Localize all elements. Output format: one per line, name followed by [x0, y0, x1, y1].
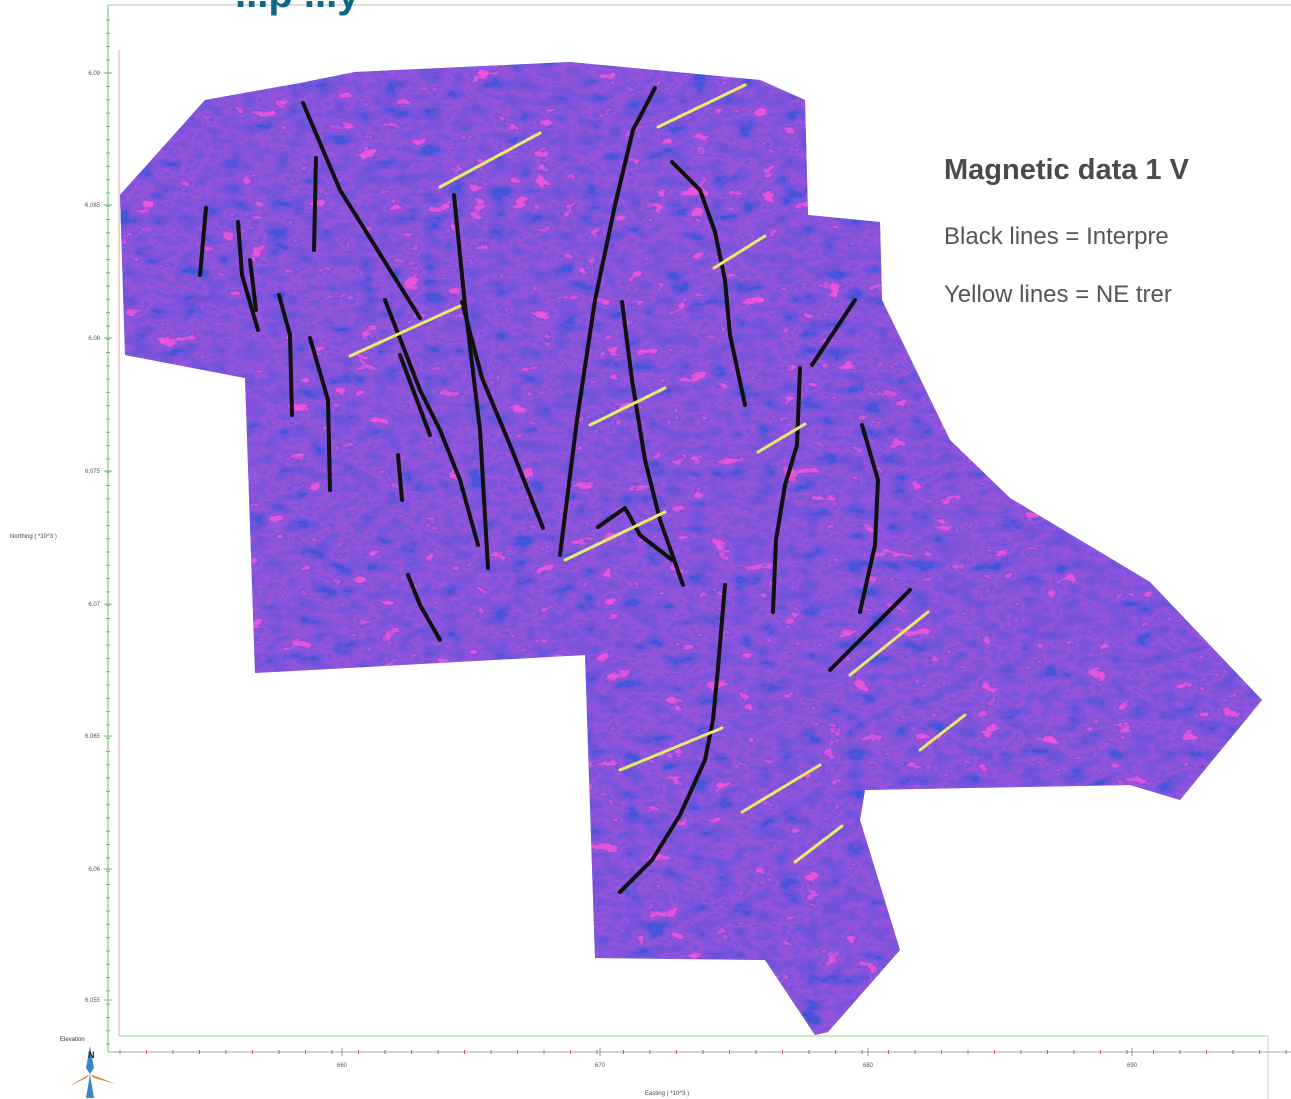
ne-trend-line	[588, 386, 667, 427]
y-tick-label: 6,065	[85, 734, 101, 740]
interpreted-line	[452, 193, 490, 570]
x-tick-label: 680	[863, 1063, 874, 1069]
y-axis-title: Northing ( *10^3 )	[10, 534, 57, 540]
ne-trend-line	[563, 510, 667, 562]
interpreted-line	[301, 101, 422, 320]
legend-title: Magnetic data 1 V	[944, 154, 1189, 186]
ne-trend-line	[438, 131, 542, 189]
ne-trend-line	[656, 83, 747, 129]
interpreted-line	[596, 506, 674, 562]
x-minor-ticks	[119, 1050, 1287, 1054]
page-title: ...p ...y	[235, 0, 359, 14]
interpreted-line	[198, 206, 208, 277]
interpreted-line	[236, 220, 260, 332]
y-tick-label: 6,07	[88, 602, 100, 608]
svg-text:N: N	[88, 1050, 95, 1060]
x-tick-label: 660	[337, 1063, 348, 1069]
interpreted-line	[308, 336, 332, 492]
x-axis-ticks: 660 670 680 690	[337, 1048, 1138, 1069]
interpreted-line	[460, 300, 545, 530]
elevation-label: Elevation	[60, 1037, 85, 1043]
ne-trend-line	[618, 726, 724, 772]
ne-trend-line	[348, 304, 462, 358]
interpreted-line	[828, 588, 912, 672]
ne-trend-line	[756, 422, 807, 454]
interpreted-line	[398, 353, 432, 437]
x-tick-label: 690	[1127, 1063, 1138, 1069]
ne-trend-line	[848, 610, 930, 677]
ne-trend-line	[918, 713, 967, 752]
interpreted-line	[810, 298, 857, 367]
y-tick-label: 6,06	[88, 867, 100, 873]
interpreted-line	[383, 298, 480, 547]
legend-black-lines: Black lines = Interpre	[944, 223, 1169, 250]
interpreted-line	[771, 366, 802, 614]
y-axis-ticks: 6,09 6,085 6,08 6,075 6,07 6,065 6,06 6,…	[85, 71, 112, 1004]
y-tick-label: 6,075	[85, 469, 101, 475]
interpreted-line	[618, 583, 727, 894]
interpreted-line	[396, 453, 404, 502]
interpreted-line	[277, 293, 294, 417]
interpreted-line	[620, 300, 685, 587]
y-minor-ticks	[106, 19, 110, 1045]
interpreted-line	[858, 423, 880, 614]
ne-trend-line	[740, 763, 822, 814]
ne-trend-lines	[348, 83, 967, 864]
north-arrow-icon: N	[72, 1046, 116, 1098]
x-axis-title: Easting ( *10^3 )	[645, 1091, 689, 1097]
interpreted-line	[558, 86, 657, 557]
ne-trend-line	[712, 234, 767, 270]
y-tick-label: 6,085	[85, 203, 101, 209]
interpreted-line	[670, 160, 747, 407]
interpreted-line	[312, 156, 318, 252]
legend-panel: Magnetic data 1 V Black lines = Interpre…	[944, 150, 1291, 310]
interpreted-line	[406, 573, 442, 642]
ne-trend-line	[793, 824, 844, 864]
y-tick-label: 6,08	[88, 336, 100, 342]
legend-yellow-lines: Yellow lines = NE trer	[944, 281, 1172, 308]
interpreted-lines	[198, 86, 912, 894]
x-tick-label: 670	[595, 1063, 606, 1069]
y-tick-label: 6,055	[85, 998, 101, 1004]
interpreted-line	[248, 258, 258, 312]
y-tick-label: 6,09	[88, 71, 100, 77]
